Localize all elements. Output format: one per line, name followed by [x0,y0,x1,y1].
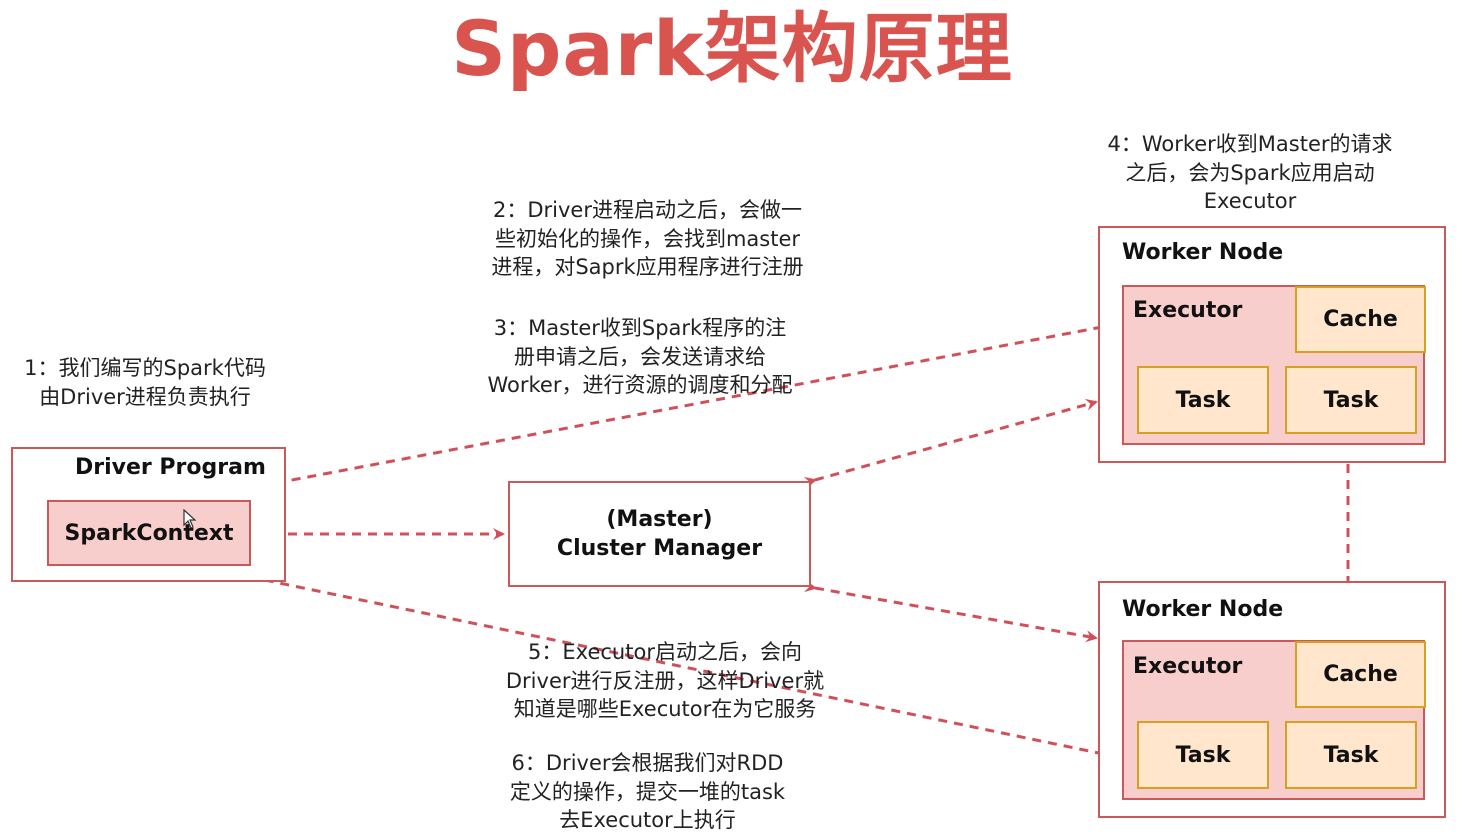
driver-program-box: Driver Program SparkContext [11,447,286,582]
note-step-3: 3：Master收到Spark程序的注 册申请之后，会发送请求给 Worker，… [487,316,793,397]
arrow-master-worker1 [803,398,1098,489]
cluster-manager-label: Cluster Manager [556,536,763,561]
note-step-5: 5：Executor启动之后，会向 Driver进行反注册，这样Driver就 … [505,640,825,721]
note-step-6: 6：Driver会根据我们对RDD 定义的操作，提交一堆的task 去Execu… [509,751,786,832]
note-step-1: 1：我们编写的Spark代码 由Driver进程负责执行 [24,356,266,409]
cluster-manager-box: (Master) Cluster Manager [508,481,811,587]
arrow-master-worker2 [804,580,1098,643]
master-label: (Master) [606,507,713,532]
cache-box: Cache [1295,641,1426,708]
executor-box: Executor Cache Task Task [1122,640,1426,800]
diagram-title: Spark架构原理 [451,4,1013,93]
spark-context-box: SparkContext [47,500,251,566]
executor-box: Executor Cache Task Task [1122,285,1426,445]
note-step-2: 2：Driver进程启动之后，会做一 些初始化的操作，会找到master 进程，… [491,198,804,279]
note-step-4: 4：Worker收到Master的请求 之后，会为Spark应用启动 Execu… [1107,132,1393,213]
executor-label: Executor [1133,298,1243,323]
task-box: Task [1285,366,1417,434]
task-box: Task [1137,366,1269,434]
mouse-cursor-icon [183,509,197,529]
cache-box: Cache [1295,286,1426,353]
task-box: Task [1285,721,1417,789]
worker-node-1: Worker Node Executor Cache Task Task [1098,226,1446,463]
executor-label: Executor [1133,654,1243,679]
worker-node-label: Worker Node [1122,597,1284,622]
worker-node-label: Worker Node [1122,240,1284,265]
driver-program-label: Driver Program [75,455,266,480]
worker-node-2: Worker Node Executor Cache Task Task [1098,581,1446,818]
task-box: Task [1137,721,1269,789]
